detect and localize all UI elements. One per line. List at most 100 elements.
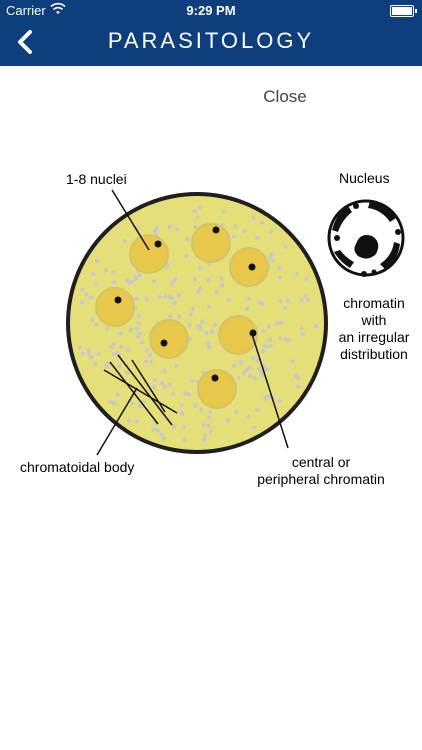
granule (259, 369, 264, 374)
granule (137, 273, 142, 278)
granule (251, 216, 256, 221)
granule (161, 436, 167, 441)
granule (181, 425, 186, 430)
granule (94, 322, 99, 327)
granule (257, 300, 262, 305)
granule (198, 407, 204, 412)
granule (260, 348, 265, 354)
granule (193, 403, 198, 408)
granule (169, 281, 174, 286)
granule (226, 298, 231, 303)
granule (159, 380, 165, 386)
granule (246, 414, 251, 419)
back-button[interactable] (12, 28, 40, 56)
granule (91, 271, 96, 277)
granule (163, 294, 168, 299)
granule (304, 276, 309, 282)
granule (182, 437, 187, 442)
pointer-nuclei (111, 189, 150, 251)
granule (86, 348, 92, 353)
granule (126, 348, 131, 353)
granule (242, 229, 247, 234)
granule (172, 424, 177, 429)
granule (187, 322, 193, 328)
granule (232, 363, 237, 368)
granule (251, 425, 257, 430)
granule (111, 351, 116, 357)
label-central-peripheral: central or peripheral chromatin (238, 454, 404, 488)
granule (192, 277, 198, 282)
granule (93, 281, 99, 287)
granule (268, 343, 273, 348)
nucleus-chromatin (160, 339, 168, 347)
granule (294, 271, 299, 276)
granule (105, 326, 110, 331)
granule (172, 300, 177, 306)
granule (219, 276, 224, 281)
granule (269, 229, 274, 234)
pointer-central (251, 333, 289, 449)
granule (147, 352, 153, 358)
granule (270, 258, 276, 263)
granule (202, 433, 208, 438)
granule (104, 364, 109, 369)
granule (236, 375, 241, 381)
granule (290, 359, 296, 364)
granule (252, 375, 258, 381)
label-nuclei: 1-8 nuclei (66, 171, 127, 187)
chevron-left-icon (18, 30, 32, 54)
nav-bar: Carrier 9:29 PM PARASITOLOGY (0, 0, 422, 66)
granule (190, 306, 196, 312)
label-chromatin-line4: distribution (340, 346, 408, 362)
granule (162, 368, 167, 373)
granule (118, 331, 123, 336)
granule (149, 359, 154, 364)
granule (245, 306, 250, 311)
granule (159, 432, 164, 437)
status-bar: Carrier 9:29 PM (0, 0, 422, 22)
carrier-label: Carrier (6, 3, 46, 18)
label-chromatin-line1: chromatin (343, 295, 405, 311)
granule (136, 334, 141, 339)
granule (80, 300, 85, 305)
granule (234, 409, 239, 415)
close-button[interactable]: Close (263, 87, 307, 106)
granule (189, 379, 194, 384)
granule (248, 373, 253, 378)
granule (108, 399, 114, 404)
granule (199, 319, 205, 324)
label-chromatin-line3: an irregular (338, 329, 410, 345)
granule (188, 312, 194, 317)
granule (157, 295, 162, 300)
granule (84, 292, 89, 297)
granule (231, 234, 237, 239)
granule (299, 298, 304, 303)
pointer-lines (96, 189, 289, 456)
status-time: 9:29 PM (186, 3, 236, 18)
nucleus-chromatin (211, 374, 219, 382)
granule (128, 328, 133, 333)
granule (152, 229, 158, 234)
granule (111, 400, 117, 406)
granule (130, 401, 135, 406)
granule (129, 279, 135, 285)
nucleus (191, 223, 231, 263)
granule (80, 351, 86, 356)
granule (203, 330, 209, 336)
granule (198, 286, 203, 291)
granule (135, 326, 140, 331)
granule (140, 340, 145, 345)
granule (220, 282, 225, 287)
granule (88, 295, 93, 300)
granule (193, 224, 198, 230)
nucleus-chromatin (248, 263, 256, 271)
granule (278, 299, 283, 304)
granule (265, 367, 270, 372)
granule (267, 255, 272, 260)
granule (186, 392, 192, 397)
granule (111, 342, 116, 347)
granule (122, 238, 128, 244)
granule (283, 337, 288, 342)
granule (117, 364, 122, 369)
granule (127, 418, 132, 423)
